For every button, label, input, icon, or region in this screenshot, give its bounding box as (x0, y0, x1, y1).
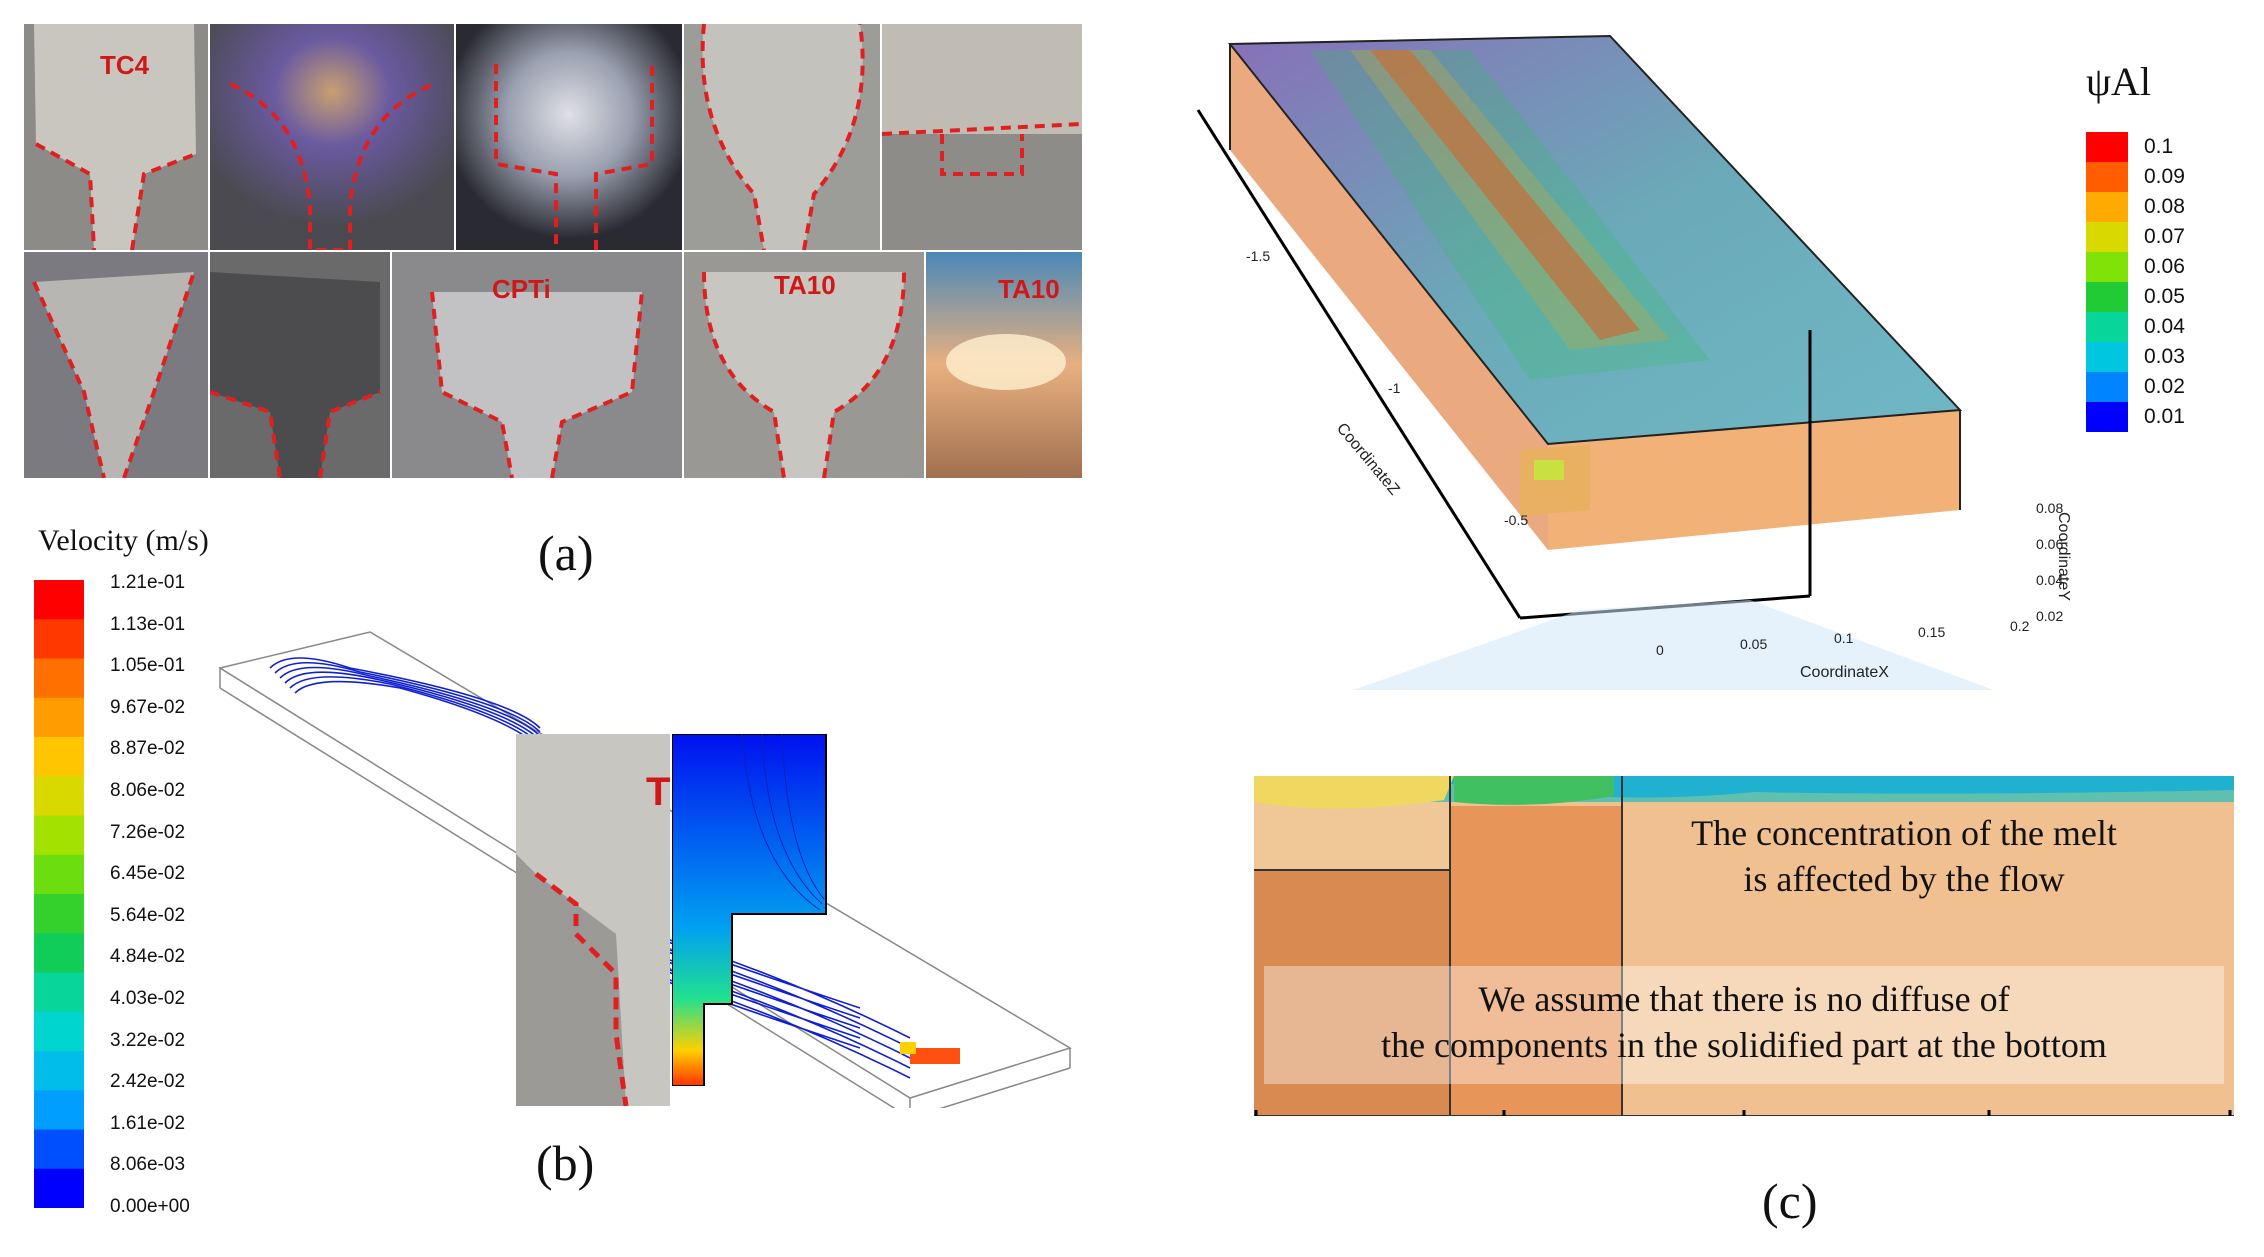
velocity-swatch (34, 1129, 84, 1170)
note-assumption: We assume that there is no diffuse of th… (1284, 976, 2204, 1068)
velocity-swatch (34, 854, 84, 895)
psi-swatch (2086, 342, 2128, 373)
caption-b: (b) (536, 1135, 595, 1191)
concentration-3d-plot (1196, 34, 1994, 690)
photo-cpti: CPTi (392, 252, 682, 478)
note-flow-line1: The concentration of the melt (1691, 813, 2117, 853)
velocity-swatch (34, 815, 84, 856)
velocity-tick-label: 5.64e-02 (110, 904, 186, 926)
velocity-tick-label: 2.42e-02 (110, 1071, 186, 1093)
photo-ta10-2: TA10 (926, 252, 1082, 478)
velocity-contour-section (672, 734, 827, 1086)
velocity-tick-label: 4.84e-02 (110, 946, 186, 968)
axis-x-tick-3: 0.15 (1918, 624, 1946, 640)
velocity-tick-label: 7.26e-02 (110, 821, 186, 843)
photo-7 (210, 252, 390, 478)
axis-z-tick-1: -1 (1388, 380, 1401, 396)
photo-label-ta10-2: TA10 (998, 274, 1060, 304)
velocity-tick-label: 6.45e-02 (110, 863, 186, 885)
axis-z-tick-2: -0.5 (1504, 512, 1529, 528)
axis-y-title: CoordinateY (2055, 512, 2072, 601)
photo-label-tc4: TC4 (100, 50, 150, 80)
note-flow-effect: The concentration of the melt is affecte… (1644, 810, 2164, 902)
velocity-colorbar (34, 580, 84, 1208)
velocity-tick-label: 1.61e-02 (110, 1112, 186, 1134)
inset-weld-photo: T (516, 734, 670, 1106)
velocity-swatch (34, 619, 84, 659)
axis-x-tick-1: 0.05 (1740, 636, 1768, 652)
velocity-swatch (34, 776, 84, 816)
psi-swatch (2086, 372, 2128, 403)
axis-x-tick-2: 0.1 (1834, 630, 1854, 646)
velocity-swatch (34, 658, 84, 699)
velocity-swatch (34, 894, 84, 934)
axis-y-tick-0: 0.08 (2036, 500, 2064, 516)
photo-5 (882, 24, 1082, 250)
psi-legend-title: ψAl (2086, 59, 2152, 104)
psi-swatch (2086, 132, 2128, 163)
caption-a: (a) (538, 525, 594, 581)
psi-swatch (2086, 222, 2128, 253)
velocity-tick-label: 9.67e-02 (110, 696, 186, 718)
psi-tick-label: 0.02 (2144, 375, 2185, 398)
psi-colorbar (2086, 132, 2128, 432)
axis-x-tick-4: 0.2 (2010, 618, 2030, 634)
zoomed-section: The concentration of the melt is affecte… (1254, 776, 2234, 1116)
velocity-tick-label: 8.87e-02 (110, 738, 186, 760)
psi-tick-label: 0.08 (2144, 195, 2185, 218)
photo-grid: TC4 (24, 24, 1082, 478)
inset-label: T (646, 770, 670, 814)
velocity-swatch (34, 580, 84, 620)
velocity-swatch (34, 697, 84, 738)
psi-swatch (2086, 162, 2128, 193)
note-assume-line2: the components in the solidified part at… (1381, 1025, 2107, 1065)
psi-swatch (2086, 282, 2128, 313)
psi-tick-label: 0.03 (2144, 345, 2185, 368)
psi-tick-label: 0.05 (2144, 285, 2185, 308)
velocity-tick-label: 1.21e-01 (110, 572, 186, 593)
velocity-tick-label: 8.06e-02 (110, 780, 186, 801)
velocity-swatch (34, 933, 84, 973)
velocity-legend-title: Velocity (m/s) (38, 524, 209, 557)
note-assume-line1: We assume that there is no diffuse of (1478, 979, 2010, 1019)
axis-x-title: CoordinateX (1800, 664, 1889, 681)
axis-y-tick-2: 0.04 (2036, 572, 2064, 588)
velocity-tick-label: 8.06e-03 (110, 1154, 186, 1176)
psi-swatch (2086, 312, 2128, 343)
axis-z-tick-0: -1.5 (1246, 248, 1271, 264)
psi-tick-label: 0.09 (2144, 165, 2185, 188)
axis-x-tick-0: 0 (1656, 642, 1664, 658)
photo-2 (210, 24, 454, 250)
photo-tc4-1: TC4 (24, 24, 208, 250)
velocity-tick-label: 0.00e+00 (110, 1196, 190, 1217)
psi-tick-label: 0.04 (2144, 315, 2185, 338)
velocity-swatch (34, 1168, 84, 1208)
psi-tick-label: 0.01 (2144, 405, 2185, 428)
psi-swatch (2086, 402, 2128, 432)
caption-c: (c) (1762, 1173, 1818, 1229)
velocity-swatch (34, 1090, 84, 1130)
psi-tick-label: 0.1 (2144, 135, 2174, 158)
velocity-swatch (34, 1051, 84, 1091)
photo-label-cpti: CPTi (492, 274, 551, 304)
psi-tick-label: 0.06 (2144, 255, 2185, 278)
velocity-swatch (34, 1011, 84, 1052)
photo-3 (456, 24, 682, 250)
velocity-tick-label: 1.05e-01 (110, 655, 186, 677)
velocity-swatch (34, 737, 84, 777)
note-flow-line2: is affected by the flow (1743, 859, 2065, 899)
photo-6 (24, 252, 208, 478)
axis-y-tick-3: 0.02 (2036, 608, 2064, 624)
psi-swatch (2086, 192, 2128, 223)
psi-tick-label: 0.07 (2144, 225, 2185, 248)
photo-label-ta10-1: TA10 (774, 270, 836, 300)
velocity-tick-label: 1.13e-01 (110, 613, 186, 635)
psi-swatch (2086, 252, 2128, 283)
photo-ta10-1: TA10 (684, 252, 924, 478)
photo-4 (684, 24, 880, 250)
velocity-tick-label: 4.03e-02 (110, 988, 186, 1009)
velocity-swatch (34, 972, 84, 1013)
velocity-tick-label: 3.22e-02 (110, 1029, 186, 1051)
axis-y-tick-1: 0.06 (2036, 536, 2064, 552)
